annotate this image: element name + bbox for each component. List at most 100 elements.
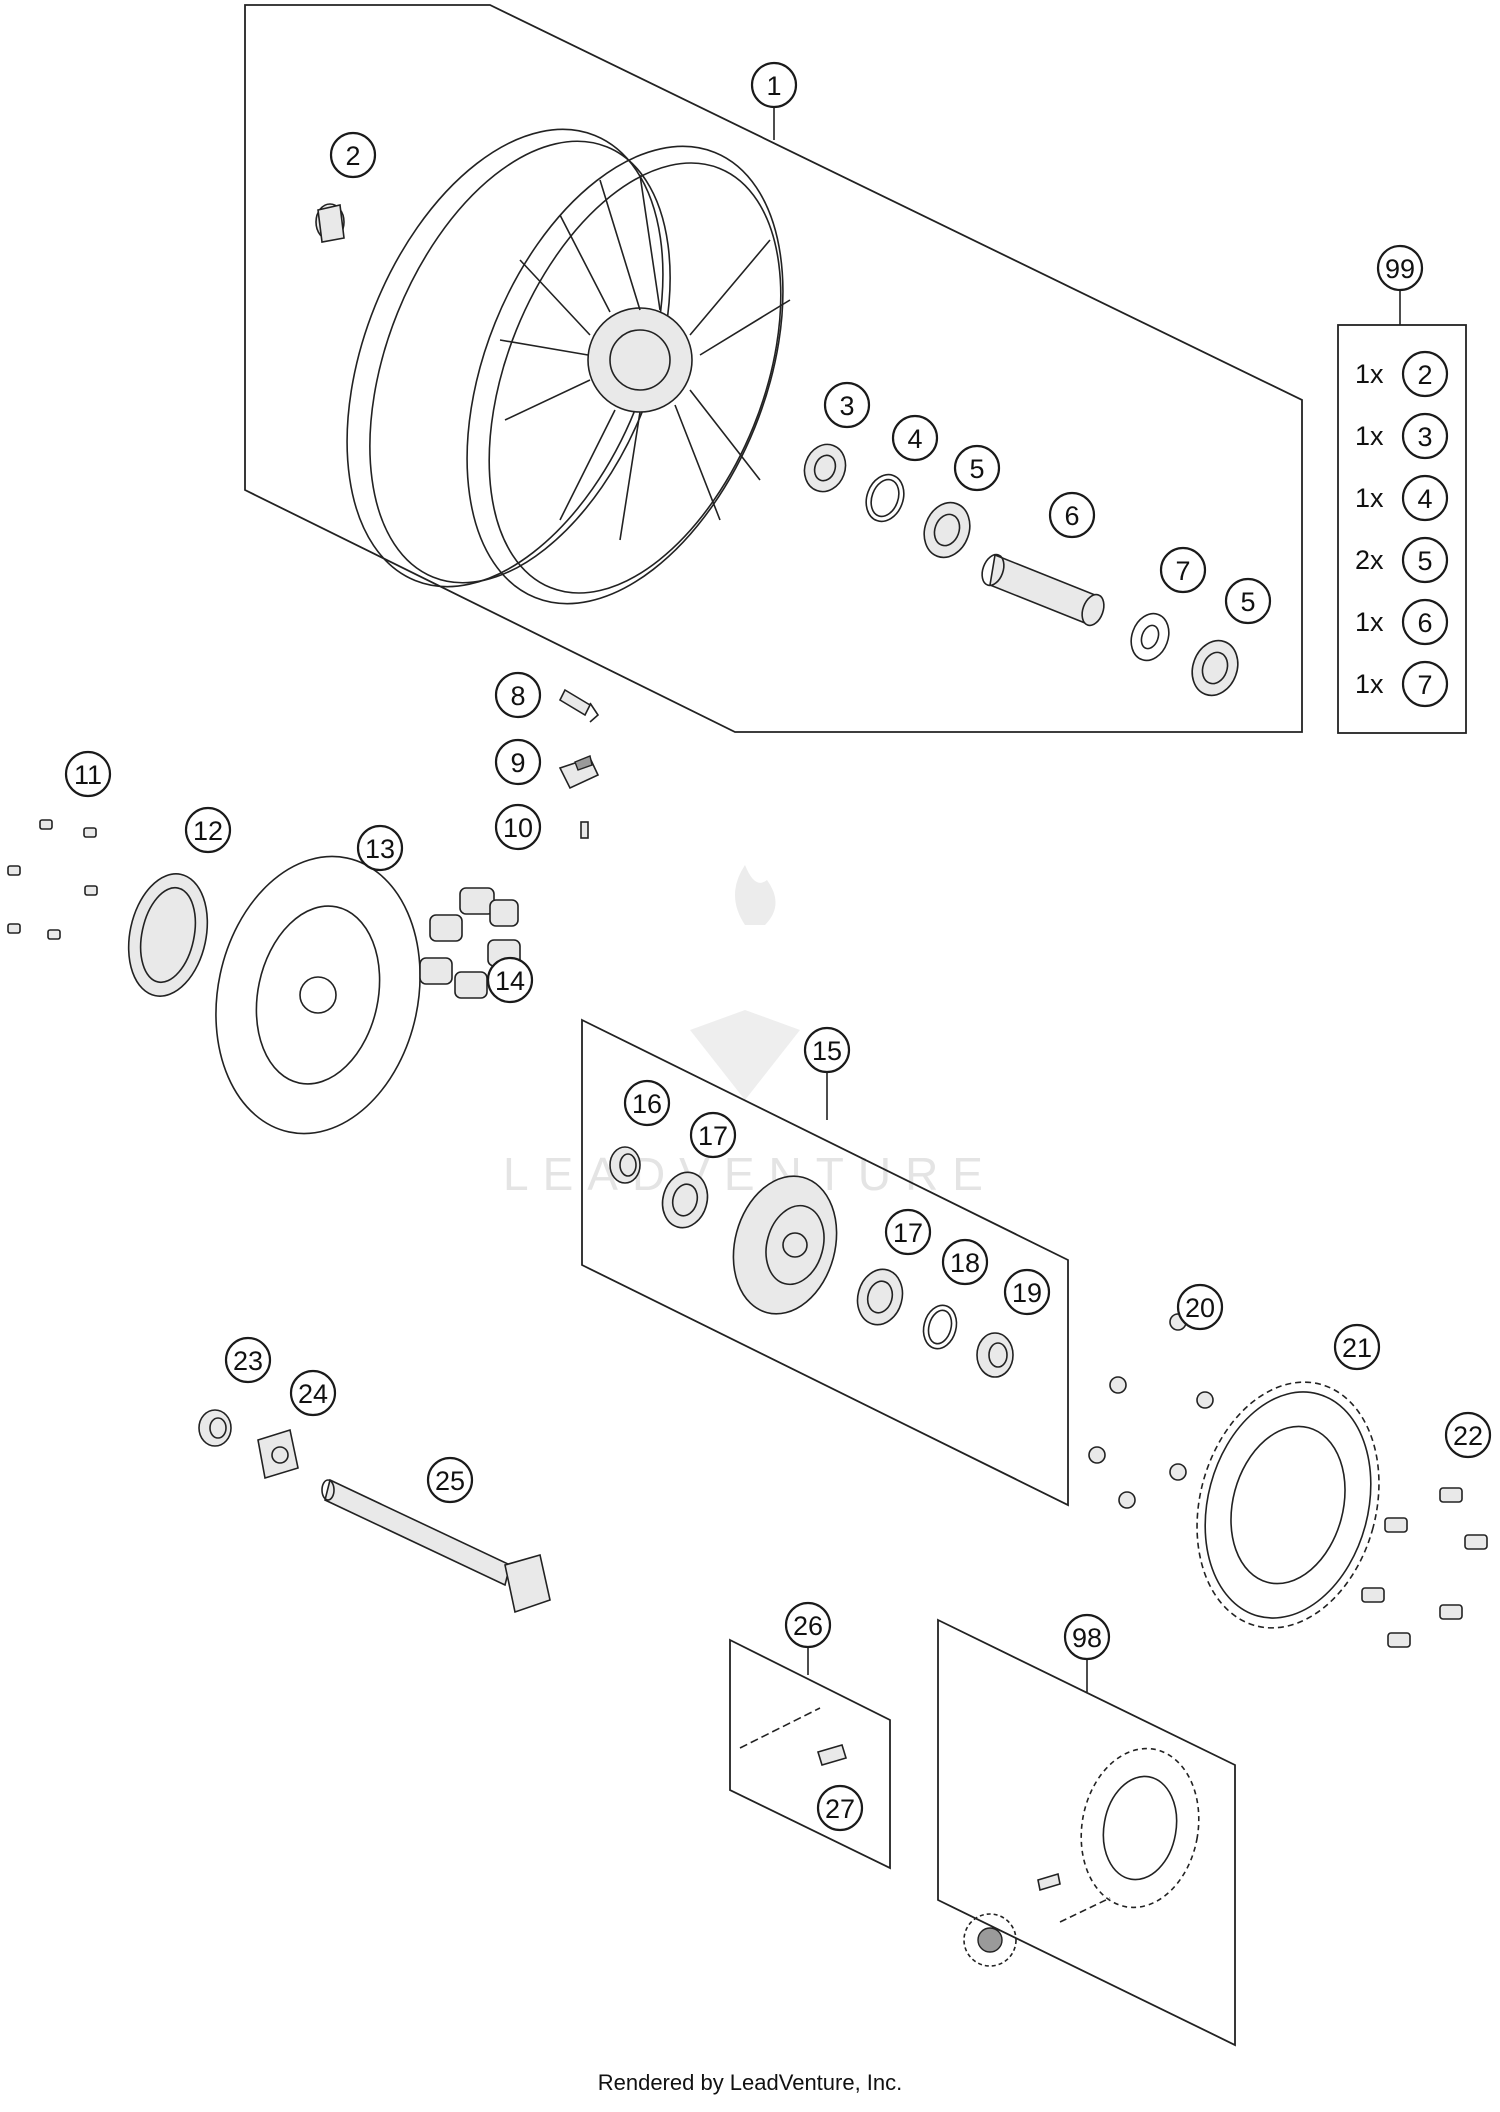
sprocket-nuts	[1088, 1313, 1214, 1509]
kit-item-part: 7	[1417, 670, 1432, 700]
kit-99-item-3: 1x 4	[1355, 474, 1449, 522]
callout-13: 13	[356, 824, 404, 872]
kit-item-qty: 1x	[1355, 359, 1384, 389]
sprocket-bolts	[1361, 1487, 1488, 1648]
kit-item-qty: 1x	[1355, 669, 1384, 699]
callout-17a: 17	[689, 1111, 737, 1159]
callout-23-label: 23	[233, 1346, 263, 1376]
callout-5a-label: 5	[969, 454, 984, 484]
callout-6-label: 6	[1064, 501, 1079, 531]
panel-chain	[729, 1638, 891, 1870]
callout-1-label: 1	[766, 71, 781, 101]
kit-item-qty: 1x	[1355, 421, 1384, 451]
kit-item-part: 3	[1417, 422, 1432, 452]
callout-99-label: 99	[1385, 254, 1415, 284]
kit-99-item-5: 1x 6	[1355, 598, 1449, 646]
kit-item-part: 5	[1417, 546, 1432, 576]
tire-valve	[558, 688, 600, 723]
callout-99: 99	[1376, 244, 1424, 292]
callout-4-label: 4	[907, 424, 922, 454]
callout-26: 26	[784, 1601, 832, 1649]
kit-item-qty: 1x	[1355, 607, 1384, 637]
callout-5b-label: 5	[1240, 587, 1255, 617]
render-credit: Rendered by LeadVenture, Inc.	[597, 2070, 903, 2095]
callout-6: 6	[1048, 491, 1096, 539]
callout-10-label: 10	[503, 813, 533, 843]
callout-21: 21	[1333, 1323, 1381, 1371]
callout-11-label: 11	[74, 760, 102, 790]
callout-2-label: 2	[345, 141, 360, 171]
wheel-bearing-right	[1191, 639, 1239, 697]
callout-10: 10	[494, 803, 542, 851]
wheel-axle	[321, 1478, 551, 1614]
panel-wheel-assembly	[244, 4, 1303, 733]
brake-disc	[215, 855, 421, 1135]
carrier-spacer	[976, 1332, 1014, 1378]
panel-chain-kit	[937, 1618, 1236, 2047]
kit-99-item-2: 1x 3	[1355, 412, 1449, 460]
callout-5b: 5	[1224, 577, 1272, 625]
panel-sprocket-carrier	[581, 1018, 1069, 1507]
callout-15: 15	[803, 1026, 851, 1074]
callout-17a-label: 17	[698, 1121, 728, 1151]
carrier-bearing-right	[856, 1268, 904, 1326]
callout-16: 16	[623, 1079, 671, 1127]
callout-15-label: 15	[812, 1036, 842, 1066]
watermark-text: LEADVENTURE	[503, 1148, 997, 1200]
callout-26-label: 26	[793, 1611, 823, 1641]
callout-20: 20	[1176, 1283, 1224, 1331]
callout-17b-label: 17	[893, 1218, 923, 1248]
spacer-bushing	[315, 203, 345, 243]
callout-7-label: 7	[1175, 556, 1190, 586]
callout-18: 18	[941, 1238, 989, 1286]
callout-8-label: 8	[510, 681, 525, 711]
kit-item-part: 2	[1417, 360, 1432, 390]
disc-bolts	[7, 819, 98, 940]
retaining-ring	[865, 473, 905, 523]
washer	[1130, 612, 1170, 662]
callout-12: 12	[184, 806, 232, 854]
callout-11: 11	[64, 750, 112, 798]
callout-3-label: 3	[839, 391, 854, 421]
wheel-bearing-left	[923, 501, 971, 559]
callout-16-label: 16	[632, 1089, 662, 1119]
callout-13-label: 13	[365, 834, 395, 864]
shaft-seal	[803, 443, 847, 493]
chain-master-link	[816, 1744, 848, 1766]
callout-27: 27	[816, 1784, 864, 1832]
callout-19: 19	[1003, 1268, 1051, 1316]
kit-item-qty: 1x	[1355, 483, 1384, 513]
kit-99-item-6: 1x 7	[1355, 660, 1449, 708]
callout-14-label: 14	[495, 966, 525, 996]
kit-99-box	[1337, 324, 1467, 734]
valve-screw	[580, 821, 589, 839]
callout-12-label: 12	[193, 816, 223, 846]
axle-spacer	[198, 1409, 232, 1447]
wheel-rim	[346, 128, 791, 605]
callout-8: 8	[494, 671, 542, 719]
callout-24: 24	[289, 1369, 337, 1417]
callout-20-label: 20	[1185, 1293, 1215, 1323]
sprocket-carrier	[732, 1175, 838, 1315]
kit-99-item-4: 2x 5	[1355, 536, 1449, 584]
kit-item-part: 6	[1417, 608, 1432, 638]
abs-sensor-ring	[127, 873, 209, 997]
callout-3: 3	[823, 381, 871, 429]
spacer-tube	[981, 553, 1105, 627]
callout-14: 14	[486, 956, 534, 1004]
callout-18-label: 18	[950, 1248, 980, 1278]
leader-lines	[773, 107, 1401, 1692]
callout-7: 7	[1159, 546, 1207, 594]
callout-98-label: 98	[1072, 1623, 1102, 1653]
callout-23: 23	[224, 1336, 272, 1384]
carrier-bushing	[609, 1146, 641, 1184]
kit-item-part: 4	[1417, 484, 1432, 514]
kit-front-sprocket	[963, 1913, 1017, 1967]
callout-27-label: 27	[825, 1794, 855, 1824]
callout-22: 22	[1444, 1411, 1492, 1459]
callout-9-label: 9	[510, 748, 525, 778]
callout-5a: 5	[953, 444, 1001, 492]
kit-99-item-1: 1x 2	[1355, 350, 1449, 398]
callout-19-label: 19	[1012, 1278, 1042, 1308]
